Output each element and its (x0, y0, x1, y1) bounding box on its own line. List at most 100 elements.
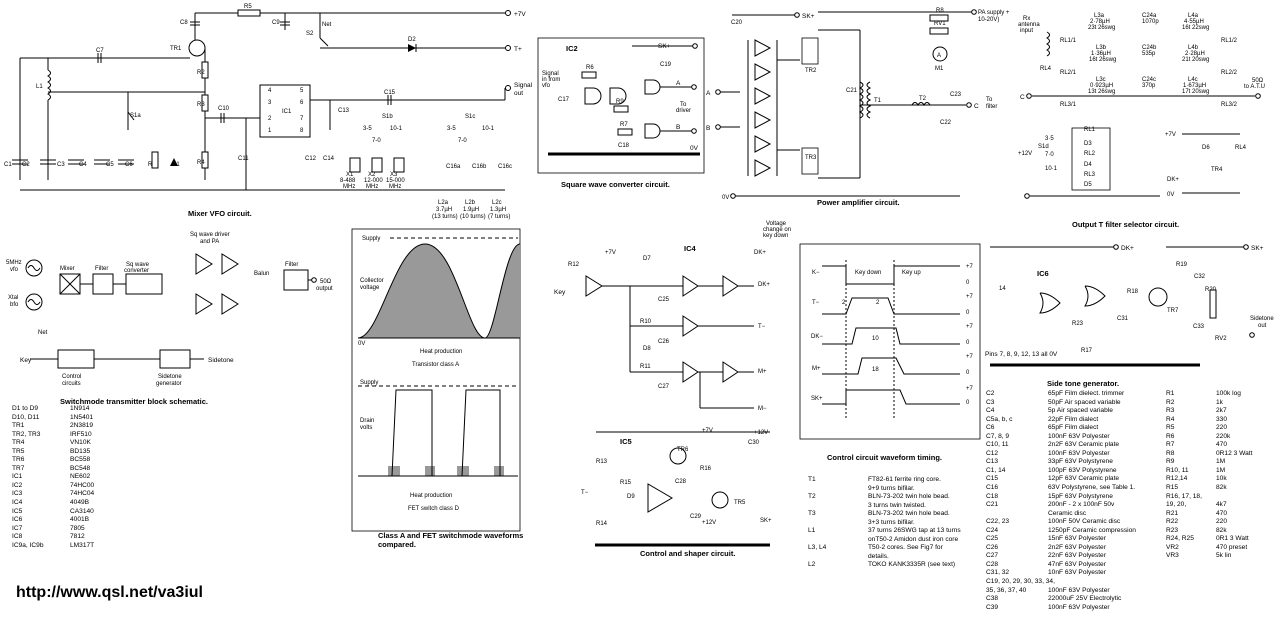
s1d-label: S1d (1038, 144, 1049, 150)
c11-label: C11 (238, 156, 249, 162)
inductors-ref (808, 519, 868, 528)
x1-label: X1 (346, 172, 354, 178)
capacitors-value: 1250pF Ceramic compression (1048, 526, 1136, 534)
power-amplifier-circuit: SK+ C20 PA supply + 10-20V) R8 RV1 A M1 … (706, 8, 1010, 207)
filter-ov-label: 0V (1167, 192, 1174, 198)
rl2-label: RL2 (1084, 151, 1096, 157)
capacitors-value: 5p Air spaced variable (1048, 407, 1113, 415)
d3-label: D3 (1084, 141, 1092, 147)
block-key-label: Key (20, 357, 32, 364)
rl1-label: RL1 (1084, 127, 1096, 133)
inductors-value: 37 turns 26SWG tap at 13 turns (868, 527, 961, 535)
resistors-ref: R24, R25 (1166, 535, 1194, 543)
shaper-m-label: M+ (758, 369, 767, 375)
l2a-band-label: 3-5 (447, 126, 456, 132)
semis-value: 1N914 (70, 405, 90, 412)
rx-label-2: antenna (1018, 22, 1040, 28)
c21-label: C21 (846, 88, 858, 94)
capacitors-value: 100nF 63V Polyester (1048, 432, 1110, 440)
l2a-label: L2a (438, 200, 449, 206)
l2a-value: 3.7µH (436, 207, 452, 213)
l4b-value: 2·28µH (1185, 51, 1205, 57)
capacitors-value: Ceramic disc (1048, 509, 1087, 517)
t2-label: T2 (919, 96, 927, 102)
filter-in-c: C (1020, 94, 1025, 101)
inductors-value: 3+3 turns bifilar. (868, 518, 915, 526)
l2b-value: 1.9µH (463, 207, 479, 213)
ic6-label: IC6 (1037, 269, 1049, 278)
resistors-ref: 19, 20, (1166, 501, 1187, 509)
resistors-value: 1k (1216, 398, 1223, 406)
resistors-value: 10k (1216, 475, 1227, 483)
capacitors-ref: C6 (986, 424, 995, 432)
r13-label: R13 (596, 459, 608, 465)
semis-value: 2N3819 (70, 422, 94, 430)
capacitors-value: 2n2F 63V Polyester (1048, 543, 1106, 551)
inductors-value: onT50-2 Amidon dust iron core (868, 535, 959, 543)
capacitors-value: 15nF 63V Polyester (1048, 535, 1106, 543)
pa-ov-label: 0V (722, 195, 729, 201)
block-side-label-2: generator (156, 381, 182, 387)
block-side-label-1: Sidetone (158, 374, 182, 380)
capacitors-value: 100nF 50V Ceramic disc (1048, 518, 1121, 526)
svg-text:A: A (937, 53, 941, 59)
r19-label: R19 (1176, 262, 1188, 268)
output-filter-title: Output T filter selector circuit. (1072, 220, 1179, 229)
c13-label: C13 (338, 108, 350, 114)
square-wave-title: Square wave converter circuit. (561, 180, 670, 189)
svg-text:5: 5 (300, 88, 304, 94)
capacitors-ref: C26 (986, 543, 999, 551)
pa-supply-label-2: 10-20V) (978, 17, 999, 23)
p12v-label: +12V (1018, 151, 1032, 157)
semis-ref: IC5 (12, 507, 23, 515)
capacitors-ref: C39 (986, 603, 999, 611)
semis-ref: IC1 (12, 473, 23, 481)
capacitors-ref: C13 (986, 458, 999, 466)
inductors-ref (808, 536, 868, 545)
s1a-label: S1a (130, 113, 141, 119)
c32-label: C32 (1194, 274, 1206, 280)
resistors-ref: R21 (1166, 509, 1179, 517)
l3a-label: L3a (1094, 13, 1105, 19)
inductors-row: details. (808, 553, 988, 562)
block-out-label-2: output (316, 286, 333, 292)
resistors-value: 220k (1216, 432, 1231, 440)
l2b-label: L2b (465, 200, 476, 206)
band-35-label: 3·5 (1045, 136, 1054, 142)
capacitors-value: 63V Polystyrene, see Table 1. (1048, 484, 1136, 492)
inductors-row: 3 turns twin twisted. (808, 502, 988, 511)
signal-out-label-1: Signal (514, 82, 533, 89)
l4c-value: 1·673µH (1183, 83, 1206, 89)
capacitors-ref: C4 (986, 407, 995, 415)
c22-label: C22 (940, 120, 952, 126)
atu-label-1: 50Ω (1252, 78, 1264, 84)
timing-z0-4: 0 (966, 370, 970, 376)
rx-label-1: Rx (1023, 16, 1030, 22)
filter-dk-label: DK+ (1167, 177, 1179, 183)
source-url[interactable]: http://www.qsl.net/va3iul (16, 584, 203, 601)
tr7-label: TR7 (1167, 308, 1179, 314)
capacitors-ref: C5a, b, c (986, 415, 1013, 423)
inductors-value: BLN-73-202 twin hole bead. (868, 493, 950, 501)
inductors-value: 9+9 turns bifilar. (868, 484, 915, 492)
c24a-value: 1070p (1142, 19, 1159, 25)
d4-label: D4 (1084, 162, 1092, 168)
capacitors-ref (986, 510, 1048, 519)
semis-ref: IC4 (12, 499, 23, 507)
timing-10-label: 10 (872, 336, 879, 342)
